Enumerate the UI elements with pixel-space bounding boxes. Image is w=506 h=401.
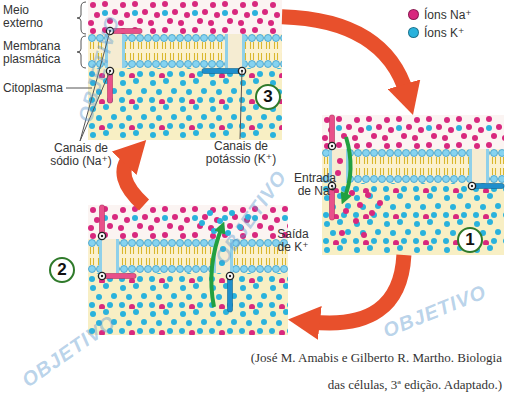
- legend-row: Íons Na⁺: [408, 8, 472, 22]
- legend-text: Íons Na⁺: [424, 8, 472, 22]
- membrane-panel: [322, 115, 504, 255]
- sodium-gate: [100, 205, 105, 236]
- sodium-gate: [102, 274, 136, 279]
- source-caption: (José M. Amabis e Gilberto R. Martho. Bi…: [236, 344, 502, 398]
- potassium-gate: [228, 276, 233, 312]
- sodium-ions: [335, 158, 383, 238]
- cycle-panel: 1: [322, 115, 504, 255]
- cycle-arrow: [310, 255, 404, 323]
- callout-number: 1: [457, 227, 483, 253]
- potassium-gate: [202, 69, 242, 74]
- legend-text: Íons K⁺: [424, 26, 464, 40]
- watermark: OBJETIVO: [380, 280, 489, 341]
- region-label: Meio externo: [3, 4, 65, 30]
- channel-label: Canais de potássio (K⁺): [196, 140, 286, 166]
- region-label: Membrana plasmática: [3, 40, 75, 66]
- callout-number: 2: [49, 257, 75, 283]
- callout-number: 3: [255, 84, 281, 110]
- flow-label: Saída de K⁺: [270, 228, 316, 254]
- sodium-gate: [330, 115, 335, 146]
- legend-swatch: [408, 9, 419, 20]
- legend-row: Íons K⁺: [408, 26, 464, 40]
- potassium-gate: [472, 184, 504, 189]
- channel-label: Canais de sódio (Na⁺): [40, 142, 122, 168]
- flow-label: Entrada de Na⁺: [282, 172, 336, 198]
- watermark: OBJETIVO: [18, 311, 120, 392]
- leader-lines: [66, 2, 242, 141]
- cycle-arrow: [124, 156, 144, 205]
- region-label: Citoplasma: [3, 82, 75, 95]
- ion-flow-arrow: [344, 137, 351, 199]
- legend-swatch: [408, 27, 419, 38]
- cycle-arrow: [282, 17, 407, 94]
